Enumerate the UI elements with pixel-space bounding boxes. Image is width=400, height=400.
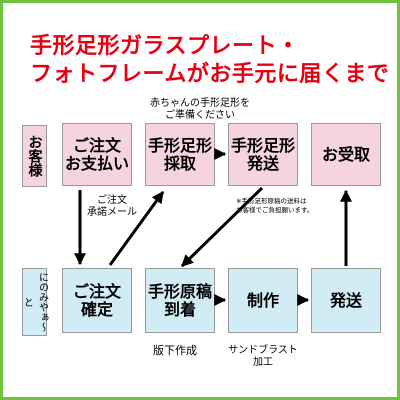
arrow-ship-to-arrival — [180, 186, 264, 268]
step-receive: お受取 — [311, 123, 381, 186]
order-confirmation-email-note: ご注文 承諾メール — [87, 195, 137, 218]
step-order-payment: ご注文 お支払い — [62, 123, 132, 186]
page-title-line-2: フォトフレームがお手元に届くまで — [30, 62, 390, 87]
page-title-line-1: 手形足形ガラスプレート・ — [30, 34, 300, 59]
step-print-arrival: 手形原稿 到着 — [145, 268, 215, 333]
step-dispatch: 発送 — [311, 268, 381, 333]
customer-label: お客様 — [22, 125, 47, 187]
arrow-confirm-to-collect — [108, 191, 165, 266]
shipping-cost-note: ※手形足形原稿の送料は お客様でご負担願います。 — [236, 197, 314, 214]
step-order-confirmed: ご注文 確定 — [62, 268, 132, 333]
plate-making-caption: 版下作成 — [153, 344, 197, 357]
shop-label: にのみやぁ～と — [22, 268, 48, 336]
sandblast-caption: サンドブラスト 加工 — [228, 345, 298, 368]
step-print-collection: 手形足形 採取 — [145, 123, 215, 186]
step-print-shipping: 手形足形 発送 — [228, 123, 298, 186]
prepare-note: 赤ちゃんの手形足形を ご準備ください — [150, 98, 250, 121]
